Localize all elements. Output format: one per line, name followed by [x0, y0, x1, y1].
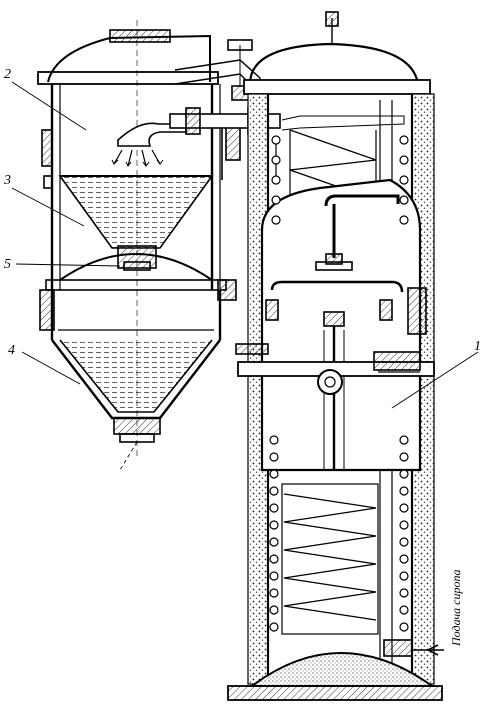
callout-1: 1: [474, 339, 481, 354]
callout-3: 3: [3, 173, 11, 188]
coil-tubes: [269, 135, 409, 632]
coil-tube-section: [269, 469, 279, 479]
inlet-label: Подача сиропа: [449, 570, 463, 647]
coil-tube-section: [399, 195, 409, 205]
callout-2: 2: [4, 67, 11, 82]
coil-tube-section: [269, 452, 279, 462]
coil-tube-section: [271, 155, 281, 165]
coil-tube-section: [399, 155, 409, 165]
coil-tube-section: [269, 571, 279, 581]
coil-tube-section: [269, 554, 279, 564]
coil-tube-section: [399, 588, 409, 598]
coil-tube-section: [271, 175, 281, 185]
callout-4: 4: [8, 343, 15, 358]
leader-lines: [11, 81, 479, 409]
coil-tube-section: [399, 175, 409, 185]
coil-tube-section: [399, 520, 409, 530]
coil-tube-section: [269, 605, 279, 615]
coil-tube-section: [399, 503, 409, 513]
coil-tube-section: [399, 452, 409, 462]
coil-tube-section: [399, 486, 409, 496]
coil-tube-section: [269, 622, 279, 632]
right-column: [235, 11, 435, 685]
coil-tube-section: [399, 215, 409, 225]
coil-tube-section: [399, 554, 409, 564]
callout-labels: 1 2 3 5 4: [3, 67, 481, 358]
coil-tube-section: [269, 486, 279, 496]
coil-tube-section: [399, 622, 409, 632]
coil-tube-section: [399, 435, 409, 445]
coil-tube-section: [269, 588, 279, 598]
base: [227, 639, 444, 701]
coil-tube-section: [399, 469, 409, 479]
coil-tube-section: [271, 195, 281, 205]
coil-tube-section: [269, 503, 279, 513]
coil-tube-section: [271, 135, 281, 145]
coil-tube-section: [269, 435, 279, 445]
coil-tube-section: [271, 215, 281, 225]
callout-5: 5: [4, 257, 11, 272]
coil-tube-section: [399, 537, 409, 547]
coil-tube-section: [399, 571, 409, 581]
coil-tube-section: [399, 605, 409, 615]
coil-tube-section: [399, 135, 409, 145]
coil-tube-section: [269, 537, 279, 547]
coil-tube-section: [269, 520, 279, 530]
left-vessel: [37, 20, 241, 471]
